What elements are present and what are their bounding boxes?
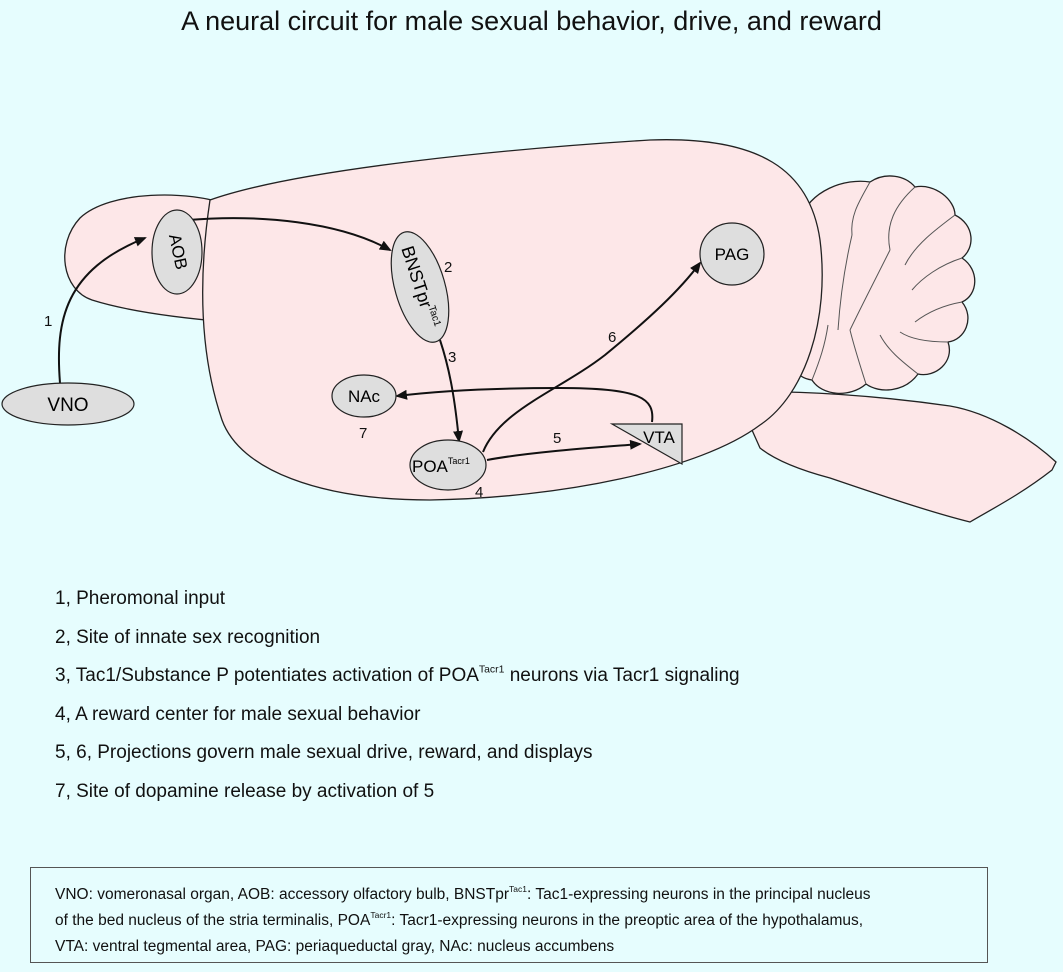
cerebellum-outline xyxy=(788,175,976,395)
region-poa-superscript: Tacr1 xyxy=(448,456,470,466)
arrow-vno-to-aob xyxy=(57,237,147,384)
legend-item-2: 2, Site of innate sex recognition xyxy=(55,626,321,648)
legend-item-3-text: 3, Tac1/Substance P potentiates activati… xyxy=(55,665,479,687)
arrow-vta-to-nac xyxy=(395,386,654,423)
region-poa: POATacr1 xyxy=(409,439,487,491)
step-label-3: 3 xyxy=(448,349,456,366)
region-nac: NAc xyxy=(331,374,397,418)
region-pag: PAG xyxy=(699,222,765,286)
brainstem-outline xyxy=(734,390,1057,523)
svg-text:POATacr1: POATacr1 xyxy=(412,456,470,476)
step-label-6: 6 xyxy=(608,329,616,346)
brain-circuit-diagram: VNO AOB BNSTprTac1 PAG NAc POATacr1 VTA … xyxy=(1,139,1057,523)
step-label-2: 2 xyxy=(444,259,452,276)
abbreviations-line-3: VTA: ventral tegmental area, PAG: periaq… xyxy=(55,938,615,955)
arrow-aob-to-bnst xyxy=(187,217,392,251)
cerebrum-outline xyxy=(202,139,823,501)
legend-item-5: 5, 6, Projections govern male sexual dri… xyxy=(55,742,593,764)
legend-item-3-text-end: neurons via Tacr1 signaling xyxy=(504,665,740,687)
region-vta-label: VTA xyxy=(643,428,675,447)
abbreviations-line-1-text: VNO: vomeronasal organ, AOB: accessory o… xyxy=(55,886,509,903)
step-label-5: 5 xyxy=(553,430,561,447)
legend-item-3: 3, Tac1/Substance P potentiates activati… xyxy=(55,660,955,699)
region-poa-label: POA xyxy=(412,457,449,476)
legend-item-1: 1, Pheromonal input xyxy=(55,588,226,609)
region-vno-label: VNO xyxy=(47,395,88,416)
abbreviations-box: VNO: vomeronasal organ, AOB: accessory o… xyxy=(30,867,988,963)
arrow-poa-to-vta xyxy=(486,439,642,461)
abbreviations-line-2-text-end: : Tacr1-expressing neurons in the preopt… xyxy=(391,912,864,929)
step-label-7: 7 xyxy=(359,425,367,442)
abbreviations-line-2-superscript: Tacr1 xyxy=(370,910,392,921)
region-vno: VNO xyxy=(1,382,135,426)
region-aob: AOB xyxy=(151,209,203,295)
arrow-poa-to-pag xyxy=(482,261,702,453)
region-nac-label: NAc xyxy=(348,387,381,406)
region-vta: VTA xyxy=(609,423,683,466)
abbreviations-line-1: VNO: vomeronasal organ, AOB: accessory o… xyxy=(55,882,963,908)
legend-item-4: 4, A reward center for male sexual behav… xyxy=(55,703,421,725)
diagram-title: A neural circuit for male sexual behavio… xyxy=(181,6,882,36)
legend-item-3-superscript: Tacr1 xyxy=(478,664,505,676)
region-pag-label: PAG xyxy=(715,245,750,264)
numbered-legend: 1, Pheromonal input 2, Site of innate se… xyxy=(55,583,955,815)
abbreviations-line-2: of the bed nucleus of the stria terminal… xyxy=(55,908,963,934)
step-label-4: 4 xyxy=(475,484,483,501)
step-label-1: 1 xyxy=(44,313,52,330)
abbreviations-line-2-text: of the bed nucleus of the stria terminal… xyxy=(55,912,371,929)
abbreviations-line-1-superscript: Tac1 xyxy=(509,884,527,895)
legend-item-6: 7, Site of dopamine release by activatio… xyxy=(55,780,435,802)
cerebellum-folia xyxy=(811,181,963,385)
arrow-bnst-to-poa xyxy=(439,339,464,443)
abbreviations-line-1-text-end: : Tac1-expressing neurons in the princip… xyxy=(527,886,871,903)
region-bnstpr: BNSTprTac1 xyxy=(390,231,450,343)
